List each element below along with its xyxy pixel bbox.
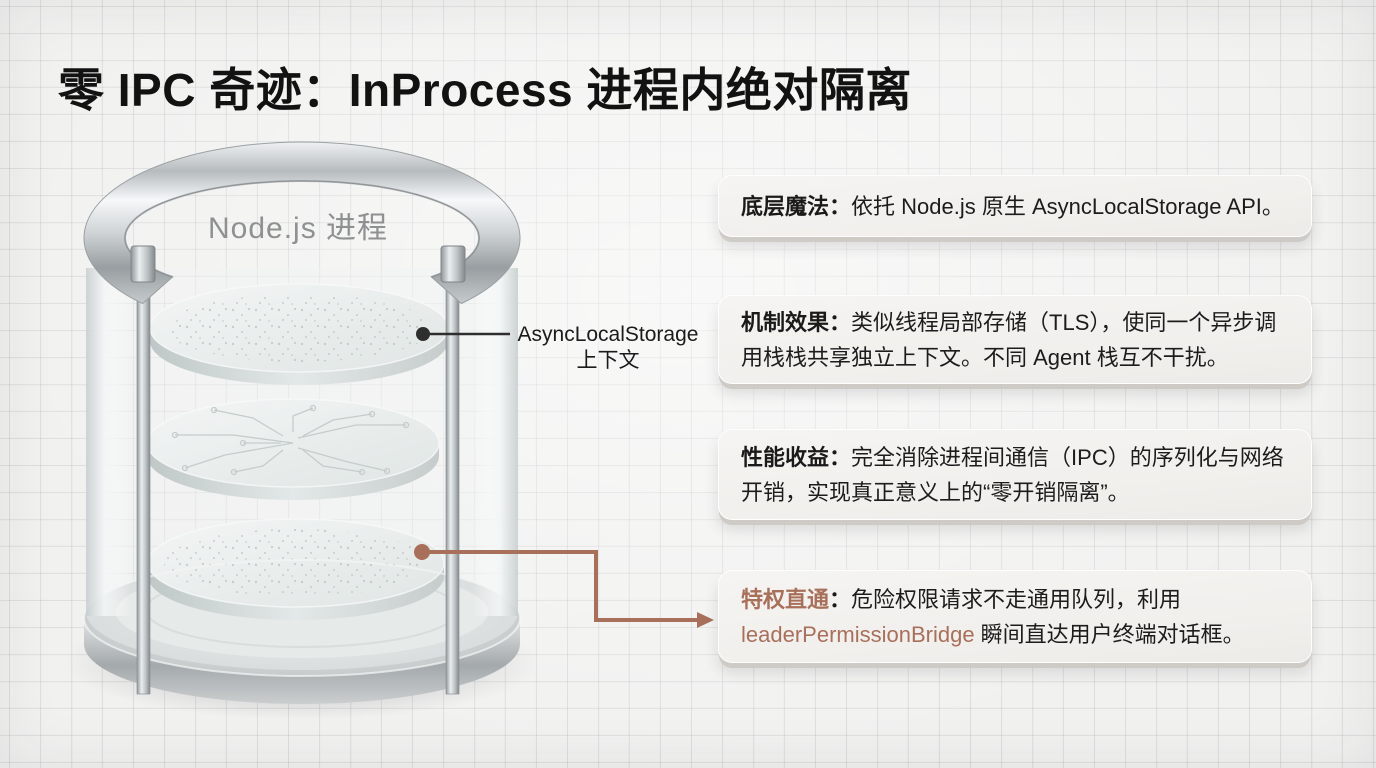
container-label: Node.js 进程 (208, 212, 388, 245)
card-label: 机制效果 (741, 309, 830, 335)
jar-rim (83, 141, 521, 305)
card-text: 危险权限请求不走通用队列，利用 (851, 586, 1182, 612)
card-label: 特权直通 (741, 586, 830, 612)
card-label: 底层魔法 (741, 193, 830, 219)
card-performance-gain: 性能收益：完全消除进程间通信（IPC）的序列化与网络开销，实现真正意义上的“零开… (718, 429, 1312, 520)
jar-base-front (84, 618, 520, 704)
card-label: 性能收益 (741, 444, 830, 470)
card-text: 完全消除进程间通信（IPC）的序列化与网络开销，实现真正意义上的“零开销隔离”。 (741, 444, 1284, 505)
code-identifier: leaderPermissionBridge (741, 621, 975, 647)
rim-clip-right (440, 245, 466, 283)
rim-clip-left (130, 245, 156, 283)
arrow-origin-dot (414, 544, 430, 560)
jar-shadow (64, 604, 540, 720)
jar-post-left (136, 257, 151, 695)
card-text: 类似线程局部存储（TLS），使同一个异步调用栈栈共享独立上下文。不同 Agent… (741, 309, 1277, 370)
callout-dot (416, 327, 430, 341)
context-disc-top (149, 283, 449, 385)
card-mechanism-effect: 机制效果：类似线程局部存储（TLS），使同一个异步调用栈栈共享独立上下文。不同 … (718, 295, 1312, 384)
context-disc-bottom (147, 518, 445, 620)
callout-line (416, 327, 510, 341)
jar-base-top (84, 560, 520, 676)
card-privileged-passthrough: 特权直通：危险权限请求不走通用队列，利用 leaderPermissionBri… (718, 570, 1312, 663)
jar-post-right (445, 257, 460, 695)
asynclocalstorage-label: AsyncLocalStorage 上下文 (517, 323, 699, 372)
permission-bridge-arrow (414, 544, 714, 628)
card-text: 依托 Node.js 原生 AsyncLocalStorage API。 (851, 193, 1284, 219)
card-underlying-magic: 底层魔法：依托 Node.js 原生 AsyncLocalStorage API… (718, 175, 1312, 237)
card-text: 瞬间直达用户终端对话框。 (974, 621, 1245, 647)
jar-glass-wall (86, 268, 518, 670)
circuit-traces (171, 404, 410, 476)
jar-floor (116, 566, 488, 658)
context-disc-middle (146, 398, 440, 500)
page-title: 零 IPC 奇迹：InProcess 进程内绝对隔离 (58, 64, 912, 116)
